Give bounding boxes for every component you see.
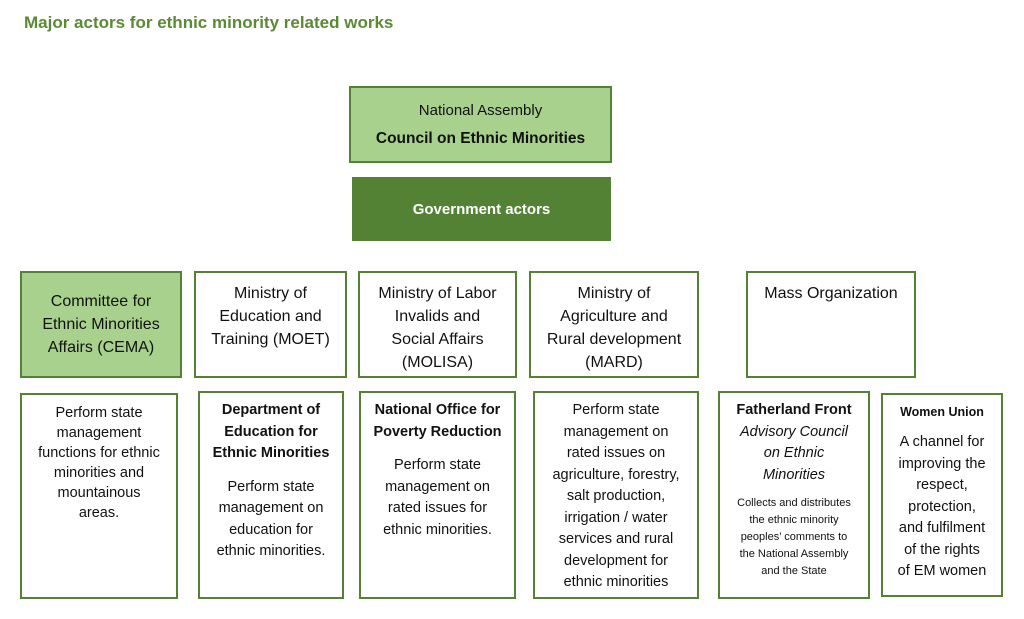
government-actors-label: Government actors xyxy=(412,200,551,218)
advisory-council-label: Advisory Council on Ethnic Minorities xyxy=(740,423,848,483)
women-union-label: Women Union xyxy=(900,405,984,419)
cema-desc-box: Perform state management functions for e… xyxy=(20,393,178,599)
molisa-office: National Office for Poverty Reduction xyxy=(373,402,502,440)
women-union-box: Women Union A channel for improving the … xyxy=(881,393,1003,597)
mass-organization-label: Mass Organization xyxy=(764,285,898,302)
mard-desc: Perform state management on rated issues… xyxy=(552,402,680,590)
national-assembly-label: National Assembly xyxy=(418,102,543,119)
cema-box: Committee for Ethnic Minorities Affairs … xyxy=(20,271,182,378)
council-label: Council on Ethnic Minorities xyxy=(375,130,586,147)
women-union-desc: A channel for improving the respect, pro… xyxy=(897,434,987,579)
cema-desc: Perform state management functions for e… xyxy=(38,405,160,521)
molisa-desc-box: National Office for Poverty Reduction Pe… xyxy=(359,391,516,599)
moet-desc-box: Department of Education for Ethnic Minor… xyxy=(198,391,344,599)
fatherland-front-desc: Collects and distributes the ethnic mino… xyxy=(737,497,851,577)
mard-label: Ministry of Agriculture and Rural develo… xyxy=(546,285,682,371)
moet-department: Department of Education for Ethnic Minor… xyxy=(212,402,330,461)
moet-box: Ministry of Education and Training (MOET… xyxy=(194,271,347,378)
page-title: Major actors for ethnic minority related… xyxy=(24,13,394,32)
mass-organization-box: Mass Organization xyxy=(746,271,916,378)
government-actors-box: Government actors xyxy=(352,177,611,241)
fatherland-front-label: Fatherland Front xyxy=(736,402,852,418)
cema-label: Committee for Ethnic Minorities Affairs … xyxy=(42,293,160,356)
molisa-label: Ministry of Labor Invalids and Social Af… xyxy=(378,285,497,371)
mard-desc-box: Perform state management on rated issues… xyxy=(533,391,699,599)
moet-label: Ministry of Education and Training (MOET… xyxy=(211,285,330,348)
molisa-desc: Perform state management on rated issues… xyxy=(383,457,492,538)
moet-desc: Perform state management on education fo… xyxy=(216,478,326,560)
molisa-box: Ministry of Labor Invalids and Social Af… xyxy=(358,271,517,378)
fatherland-front-box: Fatherland Front Advisory Council on Eth… xyxy=(718,391,870,599)
mard-box: Ministry of Agriculture and Rural develo… xyxy=(529,271,699,378)
national-assembly-box: National Assembly Council on Ethnic Mino… xyxy=(349,86,612,163)
